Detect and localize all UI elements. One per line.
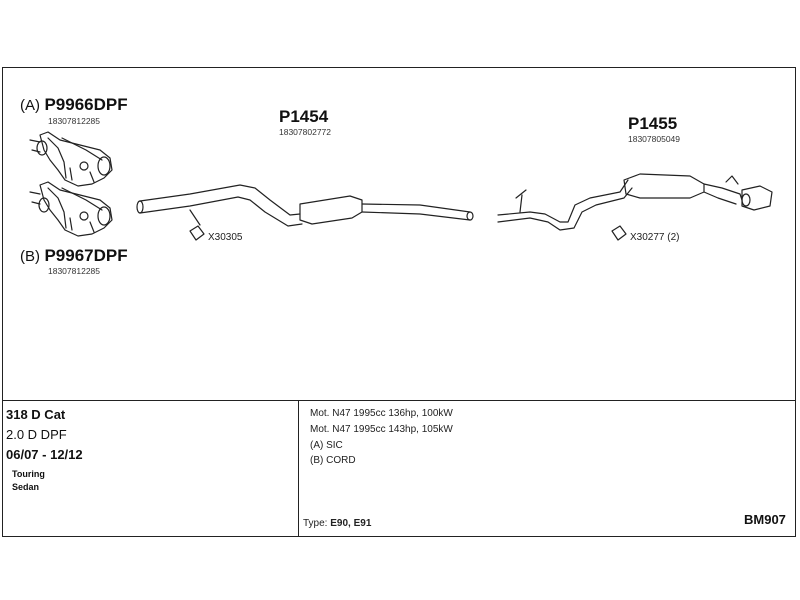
variant-tag-a: (A) — [20, 97, 40, 114]
divider-horizontal — [2, 400, 796, 401]
vehicle-model: 318 D Cat — [6, 407, 66, 422]
body-type-touring: Touring — [12, 469, 45, 479]
part-number-cat-a: P9966DPF — [44, 95, 128, 114]
fitting-kit-mid: X30305 — [208, 232, 243, 243]
part-label-cat-a: (A) P9966DPF — [20, 95, 128, 115]
type-value: E90, E91 — [330, 518, 372, 529]
spec-line-3: (A) SIC — [310, 440, 343, 451]
variant-tag-b: (B) — [20, 248, 40, 265]
cat-converter-a — [29, 131, 113, 187]
oem-number-rear: 18307805049 — [628, 134, 681, 144]
type-info: Type: E90, E91 — [303, 518, 371, 529]
type-label: Type: — [303, 518, 328, 529]
spec-line-1: Mot. N47 1995cc 136hp, 100kW — [310, 408, 453, 419]
body-type-sedan: Sedan — [12, 482, 40, 492]
fitting-kit-rear: X30277 (2) — [630, 232, 680, 243]
vehicle-dates: 06/07 - 12/12 — [6, 447, 83, 462]
part-number-cat-b: P9967DPF — [44, 246, 128, 265]
divider-vertical — [298, 400, 299, 537]
cat-converter-b — [29, 181, 113, 237]
vehicle-engine: 2.0 D DPF — [6, 427, 67, 442]
spec-line-2: Mot. N47 1995cc 143hp, 105kW — [310, 424, 453, 435]
clamp-kit-icon — [189, 225, 205, 241]
oem-number-mid: 18307802772 — [279, 127, 332, 137]
rear-silencer-pipe — [497, 173, 773, 231]
part-label-cat-b: (B) P9967DPF — [20, 246, 128, 266]
part-number-mid: P1454 — [279, 107, 329, 126]
oem-number-cat-a: 18307812285 — [48, 116, 101, 126]
oem-number-cat-b: 18307812285 — [48, 266, 101, 276]
clamp-kit-icon-rear — [611, 225, 627, 241]
diagram-frame — [2, 67, 796, 537]
middle-silencer-pipe — [136, 184, 474, 227]
part-number-rear: P1455 — [628, 114, 678, 133]
catalog-code: BM907 — [744, 512, 786, 527]
spec-line-4: (B) CORD — [310, 455, 356, 466]
